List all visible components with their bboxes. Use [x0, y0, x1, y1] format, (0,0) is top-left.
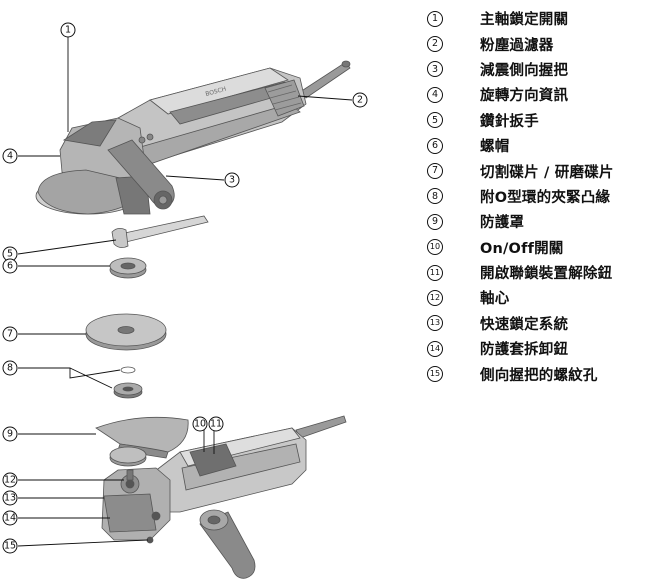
callout-12: 12 — [2, 472, 18, 488]
legend-number: 3 — [427, 61, 443, 78]
leader-lines — [17, 36, 353, 547]
legend-label: 軸心 — [480, 291, 510, 308]
legend-number: 13 — [427, 315, 443, 332]
svg-text:13: 13 — [4, 493, 16, 504]
svg-text:11: 11 — [210, 419, 222, 430]
svg-text:15: 15 — [4, 541, 16, 552]
legend-item: 6 螺帽 — [427, 133, 664, 158]
legend-label: 切割碟片 / 研磨碟片 — [480, 164, 614, 181]
legend-item: 7 切割碟片 / 研磨碟片 — [427, 158, 664, 183]
callout-3: 3 — [224, 172, 240, 188]
legend-item: 8 附O型環的夾緊凸緣 — [427, 184, 664, 209]
svg-text:9: 9 — [7, 429, 13, 440]
legend-item: 15 側向握把的螺紋孔 — [427, 361, 664, 386]
callout-7: 7 — [2, 326, 18, 342]
bottom-grinder-drawing — [101, 415, 347, 579]
legend-item: 1 主軸鎖定開關 — [427, 6, 664, 31]
svg-text:8: 8 — [7, 363, 13, 374]
legend-label: 開啟聯鎖裝置解除鈕 — [480, 266, 613, 283]
svg-text:10: 10 — [194, 419, 206, 430]
callout-9: 9 — [2, 426, 18, 442]
legend-number: 7 — [427, 163, 443, 180]
wrench-drawing — [111, 215, 209, 248]
svg-text:6: 6 — [7, 261, 13, 272]
legend-number: 11 — [427, 264, 443, 281]
legend-label: 附O型環的夾緊凸緣 — [480, 189, 611, 206]
guard-drawing — [95, 416, 189, 467]
legend-label: 防護套拆卸鈕 — [480, 342, 569, 359]
legend-number: 1 — [427, 10, 443, 27]
legend-item: 5 鑽針扳手 — [427, 108, 664, 133]
legend-label: 螺帽 — [480, 139, 510, 156]
svg-text:14: 14 — [4, 513, 16, 524]
svg-text:5: 5 — [7, 249, 13, 260]
legend-label: 粉塵過濾器 — [480, 37, 554, 54]
legend-number: 6 — [427, 137, 443, 154]
assembled-grinder-drawing: BOSCH — [35, 60, 351, 215]
legend-label: 快速鎖定系統 — [480, 316, 569, 333]
legend-number: 8 — [427, 188, 443, 205]
legend-label: On/Off開關 — [480, 240, 564, 257]
parts-legend: 1 主軸鎖定開關 2 粉塵過濾器 3 減震側向握把 4 旋轉方向資訊 5 鑽針扳手 6 螺帽… — [427, 6, 664, 387]
legend-label: 旋轉方向資訊 — [480, 88, 569, 105]
legend-number: 4 — [427, 86, 443, 103]
svg-text:1: 1 — [65, 25, 71, 36]
angle-grinder-exploded-illustration: BOSCH — [2, 22, 368, 579]
callout-15: 15 — [2, 538, 18, 554]
legend-label: 減震側向握把 — [480, 62, 569, 79]
disc-drawing — [85, 313, 167, 351]
callout-markers: 1 2 3 4 5 6 7 8 9 10 11 12 13 14 15 — [2, 22, 368, 554]
legend-number: 10 — [427, 239, 443, 256]
legend-item: 9 防護罩 — [427, 209, 664, 234]
svg-text:4: 4 — [7, 151, 13, 162]
legend-item: 10 On/Off開關 — [427, 235, 664, 260]
callout-4: 4 — [2, 148, 18, 164]
legend-item: 3 減震側向握把 — [427, 57, 664, 82]
callout-14: 14 — [2, 510, 18, 526]
legend-label: 側向握把的螺紋孔 — [480, 367, 598, 384]
flange-drawing — [113, 366, 143, 399]
legend-label: 防護罩 — [480, 215, 525, 232]
legend-number: 9 — [427, 213, 443, 230]
callout-2: 2 — [352, 92, 368, 108]
svg-text:3: 3 — [229, 175, 235, 186]
legend-number: 12 — [427, 289, 443, 306]
legend-number: 2 — [427, 36, 443, 53]
callout-11: 11 — [208, 416, 224, 432]
legend-number: 5 — [427, 112, 443, 129]
callout-10: 10 — [192, 416, 208, 432]
legend-item: 12 軸心 — [427, 285, 664, 310]
legend-item: 4 旋轉方向資訊 — [427, 82, 664, 107]
legend-item: 13 快速鎖定系統 — [427, 311, 664, 336]
legend-label: 主軸鎖定開關 — [480, 12, 569, 29]
legend-label: 鑽針扳手 — [480, 113, 539, 130]
svg-text:7: 7 — [7, 329, 13, 340]
callout-8: 8 — [2, 360, 18, 376]
legend-item: 2 粉塵過濾器 — [427, 31, 664, 56]
callout-1: 1 — [60, 22, 76, 38]
legend-item: 11 開啟聯鎖裝置解除鈕 — [427, 260, 664, 285]
callout-6: 6 — [2, 258, 18, 274]
legend-item: 14 防護套拆卸鈕 — [427, 336, 664, 361]
svg-text:2: 2 — [357, 95, 363, 106]
legend-number: 15 — [427, 366, 443, 383]
nut-drawing — [109, 257, 147, 279]
svg-text:12: 12 — [4, 475, 16, 486]
legend-number: 14 — [427, 340, 443, 357]
callout-13: 13 — [2, 490, 18, 506]
